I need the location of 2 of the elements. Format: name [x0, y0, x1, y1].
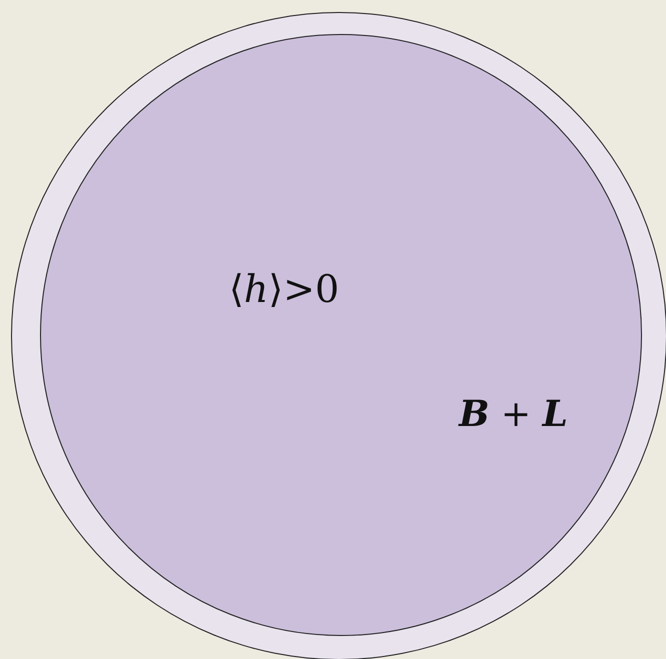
expectation-value-label: ⟨h⟩>0 [229, 267, 340, 311]
symmetry-label: B + L [459, 393, 568, 435]
